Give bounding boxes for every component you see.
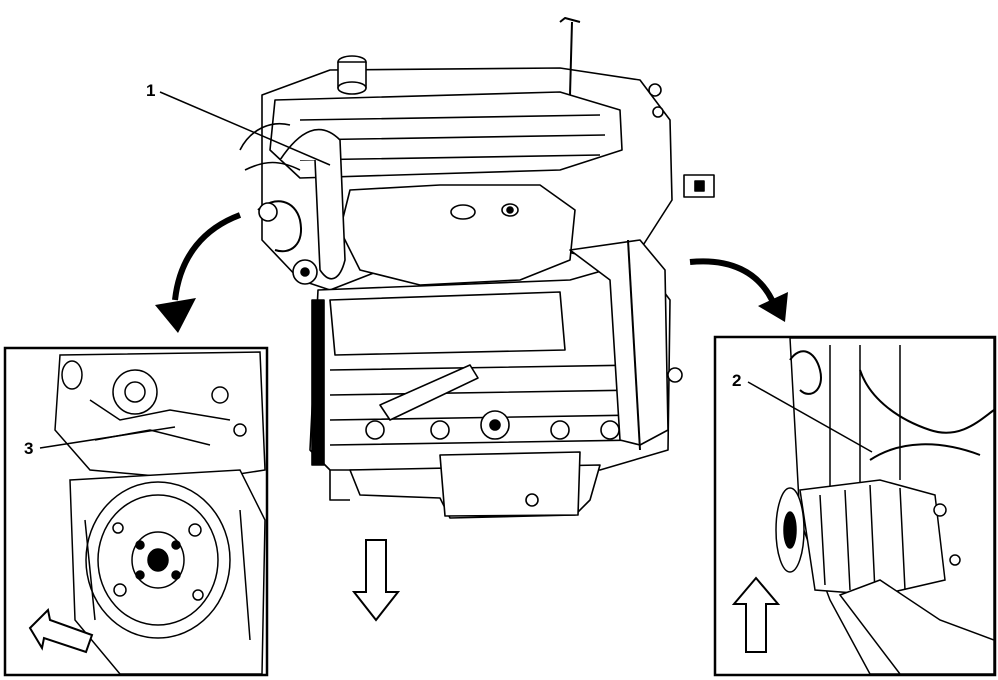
- callout-1: 1: [146, 81, 331, 166]
- flywheel: [85, 481, 231, 639]
- callout-3-label: 3: [24, 439, 33, 458]
- inset-starter-view: 2: [713, 335, 997, 677]
- callout-1-label: 1: [146, 81, 155, 100]
- down-arrow-icon: [351, 539, 401, 622]
- callout-3: 3: [24, 426, 176, 458]
- callout-2: 2: [732, 371, 873, 453]
- bearing-caps: [365, 410, 620, 440]
- engine-main-view: [239, 17, 715, 519]
- inset-flywheel-view: 3: [3, 346, 269, 677]
- curved-arrow-left-icon: [155, 212, 242, 333]
- curved-arrow-right-icon: [689, 258, 788, 322]
- callout-2-label: 2: [732, 371, 741, 390]
- oil-filler-cap: [337, 55, 367, 95]
- starter-motor: [775, 479, 946, 596]
- up-arrow-icon: [731, 576, 781, 653]
- left-arrow-icon: [28, 607, 94, 654]
